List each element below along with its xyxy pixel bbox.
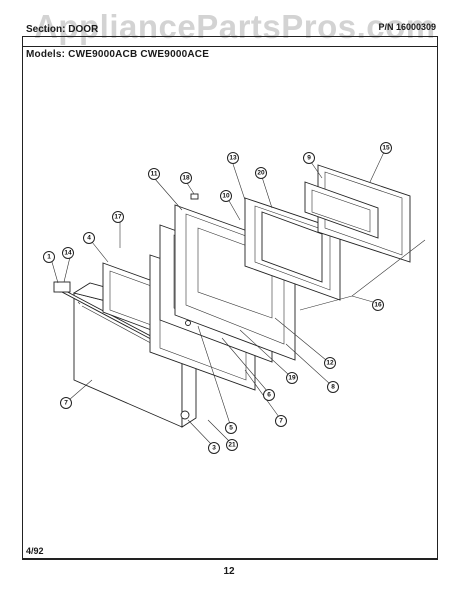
callout-13: 13 — [227, 152, 239, 164]
callout-16: 16 — [372, 299, 384, 311]
callout-9: 9 — [303, 152, 315, 164]
svg-text:6: 6 — [267, 392, 271, 399]
svg-text:19: 19 — [288, 375, 296, 382]
callout-8: 8 — [327, 381, 339, 393]
svg-text:7: 7 — [279, 418, 283, 425]
callout-14: 14 — [62, 247, 74, 259]
svg-text:3: 3 — [212, 445, 216, 452]
callout-1: 1 — [43, 251, 55, 263]
svg-text:20: 20 — [257, 170, 265, 177]
callout-17: 17 — [112, 211, 124, 223]
svg-text:21: 21 — [228, 442, 236, 449]
callout-19: 19 — [286, 372, 298, 384]
svg-text:10: 10 — [222, 193, 230, 200]
page-frame — [22, 36, 438, 560]
window-assembly — [244, 197, 341, 301]
svg-text:18: 18 — [182, 175, 190, 182]
page-number: 12 — [223, 566, 235, 577]
svg-text:1: 1 — [47, 254, 51, 261]
watermark: AppliancePartsPros.com — [34, 8, 436, 45]
callout-15: 15 — [380, 142, 392, 154]
callout-18: 18 — [180, 172, 192, 184]
svg-text:5: 5 — [229, 425, 233, 432]
models-line: Models: CWE9000ACB CWE9000ACE — [26, 49, 210, 60]
svg-text:4: 4 — [87, 235, 91, 242]
screw — [180, 320, 191, 420]
header-divider — [22, 46, 438, 47]
svg-text:7: 7 — [64, 400, 68, 407]
svg-text:15: 15 — [382, 145, 390, 152]
svg-text:14: 14 — [64, 250, 72, 257]
callout-3: 3 — [208, 442, 220, 454]
svg-text:11: 11 — [151, 171, 158, 178]
callout-20: 20 — [255, 167, 267, 179]
svg-text:8: 8 — [331, 384, 335, 391]
svg-text:13: 13 — [229, 155, 237, 162]
section-title: Section: DOOR — [26, 24, 99, 35]
hinge-bracket — [53, 281, 71, 293]
revision-date: 4/92 — [26, 546, 44, 556]
svg-text:16: 16 — [374, 302, 382, 309]
callout-4: 4 — [83, 232, 95, 244]
rear-glass-pack — [304, 164, 411, 263]
part-number: P/N 16000309 — [378, 22, 436, 32]
callout-21: 21 — [226, 439, 238, 451]
svg-text:17: 17 — [114, 214, 122, 221]
footer-divider — [22, 558, 438, 559]
callout-11: 11 — [148, 168, 160, 180]
callout-7-outer: 7 — [60, 397, 72, 409]
callout-6: 6 — [263, 389, 275, 401]
svg-text:9: 9 — [307, 155, 311, 162]
callout-5: 5 — [225, 422, 237, 434]
callout-12: 12 — [324, 357, 336, 369]
callout-10: 10 — [220, 190, 232, 202]
callout-7-inner: 7 — [275, 415, 287, 427]
small-clip — [190, 193, 199, 200]
svg-text:12: 12 — [326, 360, 334, 367]
